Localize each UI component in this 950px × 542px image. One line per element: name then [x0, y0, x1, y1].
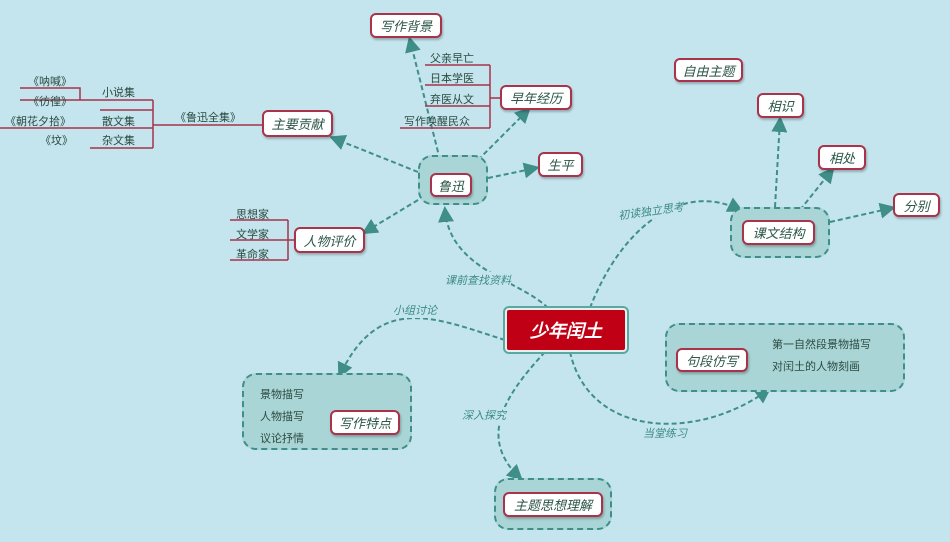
leaf: 景物描写 — [260, 388, 304, 401]
leaf: 《坟》 — [40, 134, 73, 147]
leaf: 《彷徨》 — [28, 95, 72, 108]
leaf: 人物描写 — [260, 410, 304, 423]
node-features[interactable]: 写作特点 — [330, 410, 400, 435]
node-background[interactable]: 写作背景 — [370, 13, 442, 38]
leaf: 对闰土的人物刻画 — [772, 360, 860, 373]
leaf: 杂文集 — [102, 134, 135, 147]
leaf: 弃医从文 — [430, 93, 474, 106]
node-free-topic[interactable]: 自由主题 — [674, 58, 743, 82]
leaf: 革命家 — [236, 248, 269, 261]
leaf: 《鲁迅全集》 — [175, 111, 241, 124]
node-part[interactable]: 分别 — [893, 193, 940, 217]
leaf: 写作唤醒民众 — [404, 115, 470, 128]
leaf: 日本学医 — [430, 72, 474, 85]
leaf: 文学家 — [236, 228, 269, 241]
edge-label-prep: 课前查找资料 — [445, 272, 511, 288]
node-life[interactable]: 生平 — [538, 152, 583, 177]
leaf: 思想家 — [236, 208, 269, 221]
node-evaluation[interactable]: 人物评价 — [294, 227, 365, 253]
edge-label-explore: 深入探究 — [462, 407, 506, 423]
node-imitation[interactable]: 句段仿写 — [676, 348, 748, 372]
center-topic[interactable]: 少年闰土 — [505, 308, 627, 352]
leaf: 《呐喊》 — [28, 75, 72, 88]
node-early[interactable]: 早年经历 — [500, 85, 572, 110]
edge-label-group: 小组讨论 — [393, 302, 437, 318]
node-structure[interactable]: 课文结构 — [742, 220, 815, 245]
leaf: 议论抒情 — [260, 432, 304, 445]
node-luxun[interactable]: 鲁迅 — [430, 173, 472, 197]
leaf: 《朝花夕拾》 — [5, 115, 71, 128]
leaf: 父亲早亡 — [430, 52, 474, 65]
leaf: 散文集 — [102, 115, 135, 128]
leaf: 第一自然段景物描写 — [772, 338, 871, 351]
node-theme[interactable]: 主题思想理解 — [503, 492, 603, 517]
edge-label-practice: 当堂练习 — [643, 425, 687, 441]
node-contribution[interactable]: 主要贡献 — [262, 110, 333, 137]
node-together[interactable]: 相处 — [818, 145, 866, 170]
leaf: 小说集 — [102, 86, 135, 99]
node-meet[interactable]: 相识 — [757, 93, 804, 118]
